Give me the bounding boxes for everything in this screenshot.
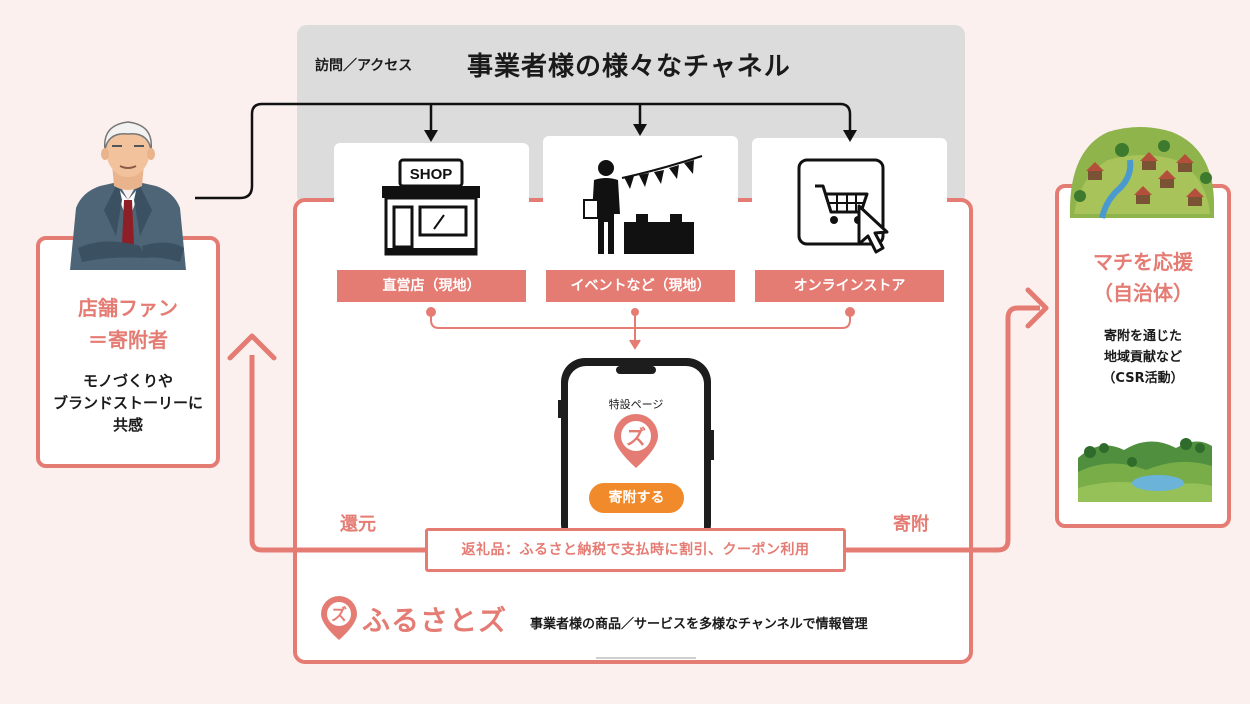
return-arrowhead [227, 333, 277, 361]
shop-icon: SHOP [382, 158, 480, 256]
donate-button[interactable]: 寄附する [589, 483, 684, 513]
municipality-description: 寄附を通じた 地域貢献など （CSR活動） [1055, 326, 1231, 389]
fan-title-line2: ＝寄附者 [88, 328, 168, 352]
event-icon [583, 155, 703, 254]
fan-title: 店舗ファン ＝寄附者 [36, 292, 220, 356]
donate-arrow [846, 305, 1040, 553]
access-connector-lines [195, 102, 852, 200]
fan-description: モノづくりや ブランドストーリーに 共感 [36, 370, 220, 436]
landscape-illustration [1078, 408, 1212, 502]
channels-title: 事業者様の様々なチャネル [467, 52, 791, 82]
businessman-avatar [70, 121, 186, 270]
return-gift-bar: 返礼品：ふるさと納税で支払時に割引、クーポン利用 [425, 528, 846, 572]
shop-sign-text: SHOP [410, 166, 453, 183]
return-label: 還元 [340, 514, 376, 535]
municipality-title: マチを応援 （自治体） [1055, 247, 1231, 309]
event-channel-label: イベントなど（現地） [546, 270, 735, 302]
municipality-desc-line1: 寄附を通じた [1103, 329, 1182, 344]
online-channel-label: オンラインストア [755, 270, 944, 302]
brand-logo-glyph: ズ [331, 605, 347, 624]
channel-merge-connector [426, 307, 855, 350]
phone-logo-glyph: ズ [626, 425, 646, 449]
municipality-title-line1: マチを応援 [1093, 250, 1193, 274]
phone-details [558, 366, 714, 460]
fan-desc-line1: モノづくりや [82, 372, 173, 390]
return-arrow [249, 355, 425, 553]
bottom-divider [596, 657, 696, 659]
brand-name: ふるさとズ [362, 604, 508, 637]
brand-description: 事業者様の商品／サービスを多様なチャンネルで情報管理 [530, 617, 868, 632]
access-arrowheads [424, 124, 857, 142]
visit-access-label: 訪問／アクセス [315, 58, 413, 74]
shop-channel-label: 直営店（現地） [337, 270, 526, 302]
phone-logo-icon: ズ [614, 414, 658, 468]
fan-box [36, 236, 220, 468]
donate-label: 寄附 [893, 514, 929, 535]
brand-logo-icon: ズ [321, 596, 357, 640]
fan-title-line1: 店舗ファン [78, 296, 178, 320]
special-page-label: 特設ページ [608, 398, 664, 411]
municipality-desc-line3: （CSR活動） [1102, 371, 1184, 386]
municipality-desc-line2: 地域貢献など [1103, 350, 1182, 365]
municipality-title-line2: （自治体） [1093, 281, 1193, 305]
fan-desc-line3: 共感 [112, 416, 143, 434]
fan-desc-line2: ブランドストーリーに [52, 394, 203, 412]
donate-arrowhead [1025, 287, 1049, 329]
village-illustration [1069, 127, 1214, 219]
online-store-icon [797, 158, 889, 254]
